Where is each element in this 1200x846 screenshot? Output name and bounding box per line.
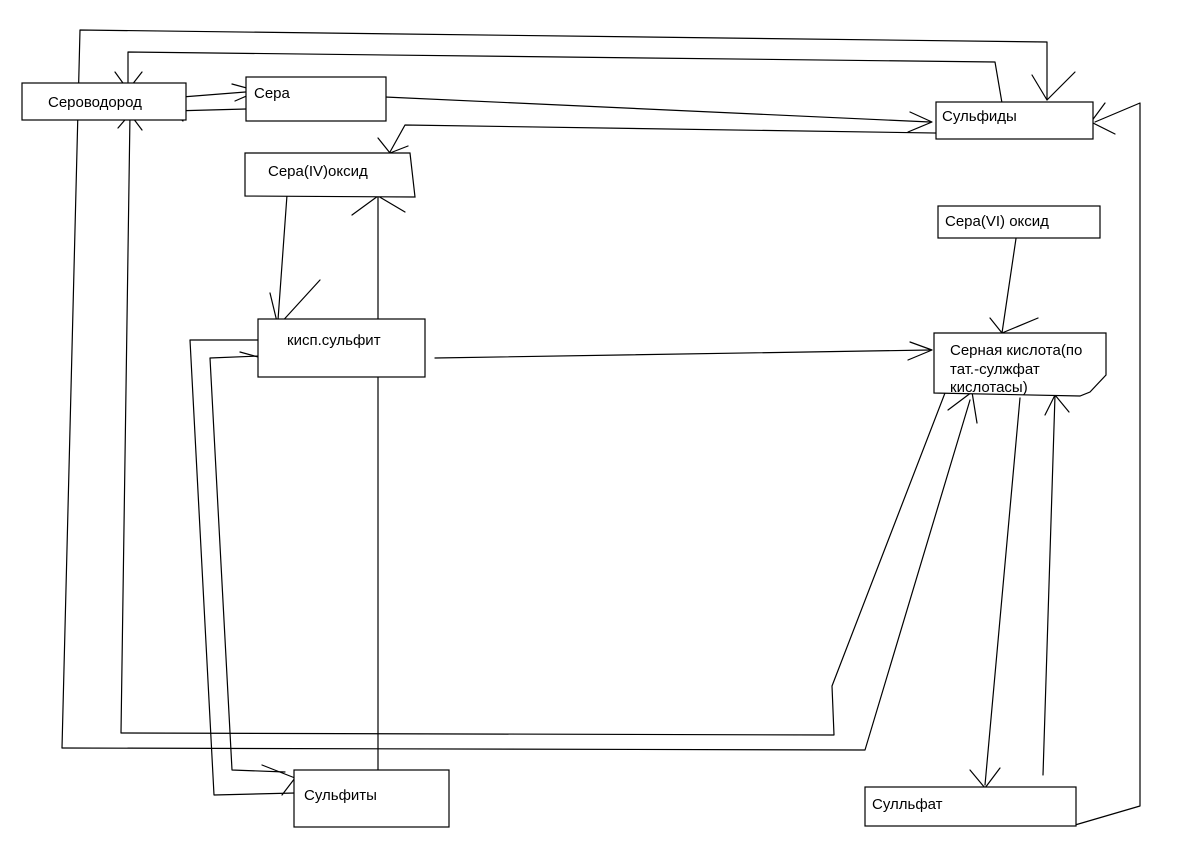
connector-sulfides-to-so2 — [389, 124, 1001, 153]
node-sulfate-label: Сулльфат — [872, 796, 943, 813]
connector-so2-to-acid-sulfite — [277, 194, 288, 321]
arrowhead-sulfides-left — [907, 111, 933, 133]
arrowhead-sulfuric-top — [989, 317, 1039, 334]
node-sulfate: Сулльфат — [864, 786, 1077, 827]
node-sulfur-label: Сера — [254, 85, 291, 102]
connector-sulfur-to-sulfides — [384, 96, 931, 123]
arrowhead-sulfuric-bottom-left — [947, 391, 978, 424]
connector-acid-sulfite-to-sulfuric — [434, 349, 931, 359]
connector-sulfate-to-sulfuric — [1042, 394, 1056, 776]
node-sulfuric-acid: Серная кислота(по тат.-сулжфат кислотасы… — [933, 332, 1107, 397]
node-hydrogen-sulfide: Сероводород — [21, 82, 187, 121]
connector-sulfides-to-h2s — [127, 51, 1003, 104]
connector-acid-sulfite-to-sulfites — [209, 355, 286, 773]
node-sulfites: Сульфиты — [293, 769, 450, 828]
arrowhead-sulfites-left — [261, 764, 296, 796]
node-sulfides-label: Сульфиды — [942, 108, 1017, 125]
connector-sulfuric-to-h2s — [120, 113, 951, 736]
node-sulfur-vi-oxide: Сера(VI) оксид — [937, 205, 1101, 239]
connector-h2s-to-sulfuric — [61, 399, 971, 751]
connector-sulfites-to-acid-sulfite — [189, 339, 296, 796]
node-acid-sulfite: кисп.сульфит — [257, 318, 426, 378]
connectors — [61, 29, 1141, 826]
node-sulfuric-acid-label-3: кислотасы) — [950, 379, 1028, 396]
node-sulfur-vi-oxide-label: Сера(VI) оксид — [945, 213, 1049, 230]
connector-so3-to-sulfuric — [1001, 224, 1019, 334]
arrowhead-sulfuric-left — [907, 341, 933, 361]
node-sulfuric-acid-label-1: Серная кислота(по — [950, 342, 1082, 359]
node-sulfites-label: Сульфиты — [304, 787, 377, 804]
arrowhead-sulfides-top — [1031, 71, 1076, 101]
arrowhead-sulfuric-bottom-right — [1044, 394, 1070, 416]
connector-sulfuric-to-sulfate — [984, 397, 1021, 786]
connector-sulfate-to-sulfides — [1074, 102, 1141, 826]
node-hydrogen-sulfide-label: Сероводород — [48, 94, 142, 111]
node-sulfides: Сульфиды — [935, 101, 1094, 140]
node-sulfur-iv-oxide: Сера(IV)оксид — [244, 152, 416, 198]
node-sulfur-iv-oxide-label: Сера(IV)оксид — [268, 163, 368, 180]
node-acid-sulfite-label: кисп.сульфит — [287, 332, 381, 349]
node-sulfuric-acid-label-2: тат.-сулжфат — [950, 361, 1040, 378]
connector-h2s-to-sulfur — [181, 90, 259, 98]
connector-outer-left-top — [61, 29, 1048, 749]
node-sulfur: Сера — [245, 76, 387, 122]
